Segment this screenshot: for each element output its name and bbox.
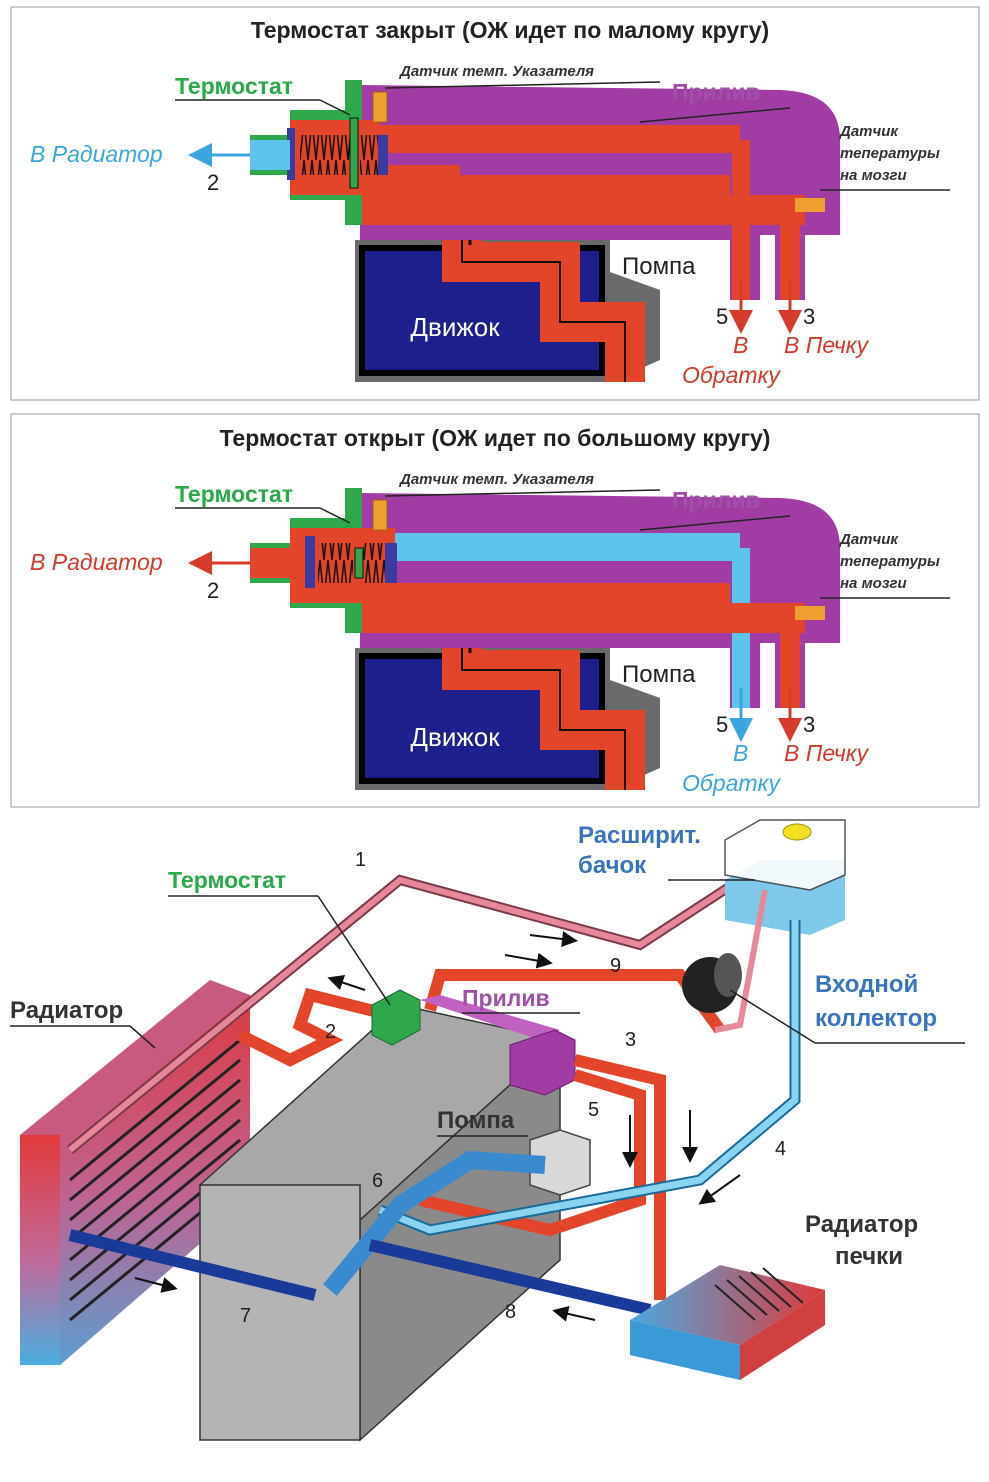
pipe-2 [237, 987, 392, 1067]
pump-label: Помпа [622, 253, 696, 280]
pipe-number-3: 3 [803, 304, 815, 329]
to-return-line1: В [733, 332, 748, 358]
pipe-3 [573, 1054, 666, 1300]
pipe-number-5: 5 [588, 1099, 599, 1121]
pipe-8 [368, 1239, 652, 1316]
to-radiator-label: В Радиатор [30, 549, 163, 575]
pipe-number-2: 2 [207, 578, 219, 603]
sensor-brain [795, 198, 825, 212]
panel-title: Термостат закрыт (ОЖ идет по малому круг… [251, 17, 769, 43]
sensor-brain-line1: Датчик [838, 531, 899, 548]
pipe-number-7: 7 [240, 1305, 251, 1327]
pipe-number-5: 5 [716, 304, 728, 329]
pipe-number-2: 2 [207, 170, 219, 195]
panel-system-overview: Радиатор 1 2 9 Термостат Прилив [10, 819, 965, 1442]
pipe-7 [68, 1229, 317, 1301]
expansion-tank [724, 819, 846, 935]
pipe-number-9: 9 [610, 955, 621, 977]
panel-thermostat-closed: Термостат закрыт (ОЖ идет по малому круг… [10, 6, 980, 401]
thermostat-housing [250, 80, 388, 225]
inlet-label-line1: Входной [815, 971, 918, 998]
heater-label-line2: печки [835, 1243, 903, 1270]
sensor-brain-line2: тепературы [840, 553, 940, 570]
thermostat-label: Термостат [175, 73, 293, 99]
to-return-line1: В [733, 740, 748, 766]
hot-channel-upper [360, 125, 740, 153]
pipe-number-8: 8 [505, 1301, 516, 1323]
to-return-line2: Обратку [682, 362, 781, 388]
priliv-label: Прилив [672, 79, 760, 105]
engine-label: Движок [410, 312, 500, 342]
to-radiator-label: В Радиатор [30, 141, 163, 167]
pipe-number-1: 1 [355, 849, 366, 871]
pipe-6 [323, 1150, 546, 1296]
sensor-brain [795, 606, 825, 620]
pipe-number-5: 5 [716, 712, 728, 737]
pump-3d [529, 1129, 591, 1196]
thermostat-housing [250, 488, 397, 633]
priliv-3d [420, 995, 560, 1040]
heater-label-line1: Радиатор [805, 1211, 918, 1238]
sensor-indicator-label: Датчик темп. Указателя [398, 63, 594, 80]
pipe-number-2: 2 [325, 1021, 336, 1043]
pipe-number-4: 4 [775, 1138, 786, 1160]
pump-label: Помпа [437, 1107, 515, 1134]
thermostat-label: Термостат [175, 481, 293, 507]
to-heater-label: В Печку [784, 740, 870, 766]
sensor-brain-line1: Датчик [838, 123, 899, 140]
panel-title: Термостат открыт (ОЖ идет по большому кр… [220, 425, 771, 451]
radiator-label: Радиатор [10, 997, 123, 1024]
inlet-collector [682, 953, 742, 1013]
panel-thermostat-open: Термостат открыт (ОЖ идет по большому кр… [10, 413, 980, 808]
main-radiator [20, 980, 250, 1365]
pipe-number-3: 3 [803, 712, 815, 737]
sensor-brain-line3: на мозги [840, 167, 907, 184]
sensor-indicator-label: Датчик темп. Указателя [398, 471, 594, 488]
hot-channel-core [360, 583, 730, 633]
thermostat-label: Термостат [168, 867, 286, 893]
tank-label-line1: Расширит. [578, 822, 701, 849]
thermostat-3d [371, 989, 421, 1046]
priliv-label: Прилив [672, 487, 760, 513]
to-return-line2: Обратку [682, 770, 781, 796]
pipe-number-6: 6 [372, 1170, 383, 1192]
inlet-label-line2: коллектор [815, 1005, 937, 1032]
sensor-indicator [372, 91, 388, 123]
engine-label: Движок [410, 722, 500, 752]
engine-block-3d [198, 1004, 562, 1442]
sensor-indicator [372, 499, 388, 531]
sensor-brain-line2: тепературы [840, 145, 940, 162]
cold-channel-upper [395, 533, 740, 561]
sensor-brain-line3: на мозги [840, 575, 907, 592]
priliv-label: Прилив [462, 985, 550, 1011]
to-heater-label: В Печку [784, 332, 870, 358]
tank-label-line2: бачок [578, 852, 647, 879]
heater-radiator [630, 1265, 825, 1380]
pipe-number-3: 3 [625, 1029, 636, 1051]
pump-label: Помпа [622, 661, 696, 688]
